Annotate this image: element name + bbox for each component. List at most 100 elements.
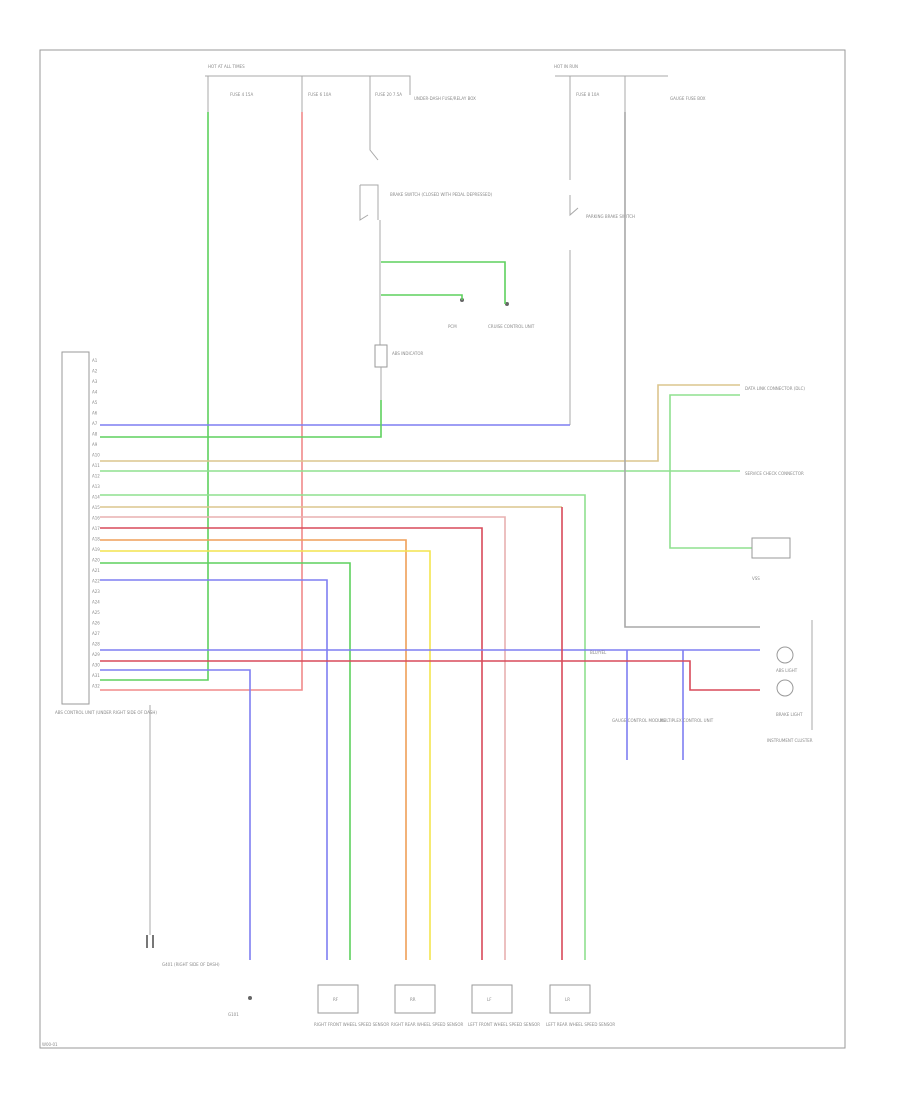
sensor-abbr: LR bbox=[565, 997, 570, 1002]
wire-green-22 bbox=[381, 294, 463, 300]
left-power-title: HOT AT ALL TIMES bbox=[208, 64, 245, 69]
sensor-label: LEFT FRONT WHEEL SPEED SENSOR bbox=[468, 1022, 540, 1027]
ecu-pin-a10: A10 bbox=[92, 453, 100, 458]
diagram-id: W00-01 bbox=[42, 1042, 58, 1047]
wire-green-1 bbox=[100, 112, 209, 681]
wire-lightgreen-7 bbox=[100, 494, 586, 960]
ecu-label: ABS CONTROL UNIT (UNDER RIGHT SIDE OF DA… bbox=[55, 710, 157, 715]
instrument-cluster-label: INSTRUMENT CLUSTER bbox=[767, 738, 813, 743]
sensor-body bbox=[394, 984, 436, 1014]
ecu-pin-a27: A27 bbox=[92, 631, 100, 636]
ecu-pin-a3: A3 bbox=[92, 379, 98, 384]
left-power-bus: HOT AT ALL TIMES FUSE 4 15A FUSE 6 10A F… bbox=[205, 64, 476, 112]
ecu-pin-a7: A7 bbox=[92, 421, 98, 426]
fuse-label-3: FUSE 20 7.5A bbox=[375, 92, 402, 97]
wire-orange-11 bbox=[100, 539, 407, 960]
ecu-pin-a15: A15 bbox=[92, 505, 100, 510]
wire-lightgreen-6 bbox=[100, 394, 752, 549]
diagram-frame bbox=[39, 49, 846, 1049]
ecu-pin-a24: A24 bbox=[92, 600, 100, 605]
multiplex-unit-label: MULTIPLEX CONTROL UNIT bbox=[660, 718, 714, 723]
ecu-pin-a23: A23 bbox=[92, 589, 100, 594]
wire-green-21 bbox=[381, 261, 506, 304]
fuse-label-2: FUSE 6 10A bbox=[308, 92, 331, 97]
parking-brake-group: PARKING BRAKE SWITCH bbox=[569, 112, 635, 425]
ecu-pin-a2: A2 bbox=[92, 369, 98, 374]
sensor-abbr: LF bbox=[487, 997, 492, 1002]
wire-blue-19 bbox=[100, 669, 251, 960]
ecu-pin-a9: A9 bbox=[92, 442, 98, 447]
gauge-module-label: GAUGE CONTROL MODULE bbox=[612, 718, 666, 723]
ecu-pin-a31: A31 bbox=[92, 673, 100, 678]
abs-light-label: ABS LIGHT bbox=[776, 668, 798, 673]
ecu-pin-a22: A22 bbox=[92, 579, 100, 584]
abs-control-unit: ABS CONTROL UNIT (UNDER RIGHT SIDE OF DA… bbox=[55, 351, 157, 715]
wire-yellow-12 bbox=[100, 550, 431, 960]
ground-label: G401 (RIGHT SIDE OF DASH) bbox=[162, 962, 220, 967]
can-label: BLU/YEL bbox=[590, 650, 607, 655]
cruise-label: CRUISE CONTROL UNIT bbox=[488, 324, 535, 329]
ecu-pin-a6: A6 bbox=[92, 411, 98, 416]
pcm-label: PCM bbox=[448, 324, 457, 329]
brake-switch-label: BRAKE SWITCH (CLOSED WITH PEDAL DEPRESSE… bbox=[390, 192, 493, 197]
sensor-abbr: RR bbox=[410, 997, 416, 1002]
wire-green-4 bbox=[100, 400, 382, 438]
sensor-body bbox=[471, 984, 513, 1014]
ground2-label: G101 bbox=[228, 1012, 239, 1017]
sensor-abbr: RF bbox=[333, 997, 339, 1002]
ecu-pin-labels: A1A2A3A4A5A6A7A8A9A10A11A12A13A14A15A16A… bbox=[92, 358, 100, 689]
ground-g101: G101 bbox=[228, 996, 252, 1017]
brake-switch-group: BRAKE SWITCH (CLOSED WITH PEDAL DEPRESSE… bbox=[359, 112, 493, 400]
vss-label: VSS bbox=[752, 576, 760, 581]
ecu-pin-a16: A16 bbox=[92, 516, 100, 521]
right-power-title: HOT IN RUN bbox=[554, 64, 578, 69]
ground-g401: G401 (RIGHT SIDE OF DASH) bbox=[146, 705, 220, 967]
wire-darkred-18 bbox=[100, 660, 760, 691]
ecu-pin-a11: A11 bbox=[92, 463, 100, 468]
brake-light-label: BRAKE LIGHT bbox=[776, 712, 803, 717]
ecu-pin-a12: A12 bbox=[92, 474, 100, 479]
wire-green-13 bbox=[100, 562, 351, 960]
service-check-label: SERVICE CHECK CONNECTOR bbox=[745, 471, 804, 476]
right-modules: DATA LINK CONNECTOR (DLC) SERVICE CHECK … bbox=[590, 386, 813, 743]
ecu-pin-a19: A19 bbox=[92, 547, 100, 552]
ecu-pin-a32: A32 bbox=[92, 684, 100, 689]
sensor-label: RIGHT REAR WHEEL SPEED SENSOR bbox=[391, 1022, 463, 1027]
ecu-pin-a29: A29 bbox=[92, 652, 100, 657]
ecu-pin-a17: A17 bbox=[92, 526, 100, 531]
dlc-label: DATA LINK CONNECTOR (DLC) bbox=[745, 386, 805, 391]
ecu-pin-a25: A25 bbox=[92, 610, 100, 615]
right-power-bus: HOT IN RUN FUSE 8 10A GAUGE FUSE BOX bbox=[554, 64, 706, 112]
sensor-body bbox=[317, 984, 359, 1014]
abs-indicator-label: ABS INDICATOR bbox=[392, 351, 423, 356]
fuse-label-4: FUSE 8 10A bbox=[576, 92, 599, 97]
fuse-label-1: FUSE 4 15A bbox=[230, 92, 253, 97]
parking-brake-label: PARKING BRAKE SWITCH bbox=[586, 214, 635, 219]
wire-darkred-10 bbox=[100, 527, 483, 960]
wheel-sensor-lf: LF LEFT FRONT WHEEL SPEED SENSOR bbox=[468, 984, 540, 1027]
ecu-pin-a28: A28 bbox=[92, 642, 100, 647]
wheel-sensor-rr: RR RIGHT REAR WHEEL SPEED SENSOR bbox=[391, 984, 463, 1027]
ecu-pin-a30: A30 bbox=[92, 663, 100, 668]
wire-pink-9 bbox=[100, 516, 506, 960]
wire-blue-14 bbox=[100, 579, 328, 960]
wire-red-2 bbox=[100, 112, 303, 691]
ecu-pin-a21: A21 bbox=[92, 568, 100, 573]
wires bbox=[100, 112, 760, 960]
ecu-pin-a14: A14 bbox=[92, 495, 100, 500]
wire-tan-5 bbox=[100, 384, 740, 462]
ecu-body bbox=[61, 351, 90, 705]
ecu-pin-a13: A13 bbox=[92, 484, 100, 489]
sensor-label: LEFT REAR WHEEL SPEED SENSOR bbox=[546, 1022, 615, 1027]
gauge-fuse-label: GAUGE FUSE BOX bbox=[670, 96, 706, 101]
ecu-pin-a8: A8 bbox=[92, 432, 98, 437]
pcm-cruise-connectors: PCM CRUISE CONTROL UNIT bbox=[448, 298, 535, 329]
wire-gray-23 bbox=[624, 112, 760, 628]
wheel-sensor-lr: LR LEFT REAR WHEEL SPEED SENSOR bbox=[546, 984, 615, 1027]
ecu-pin-a1: A1 bbox=[92, 358, 98, 363]
ecu-pin-a18: A18 bbox=[92, 537, 100, 542]
ecu-pin-a20: A20 bbox=[92, 558, 100, 563]
